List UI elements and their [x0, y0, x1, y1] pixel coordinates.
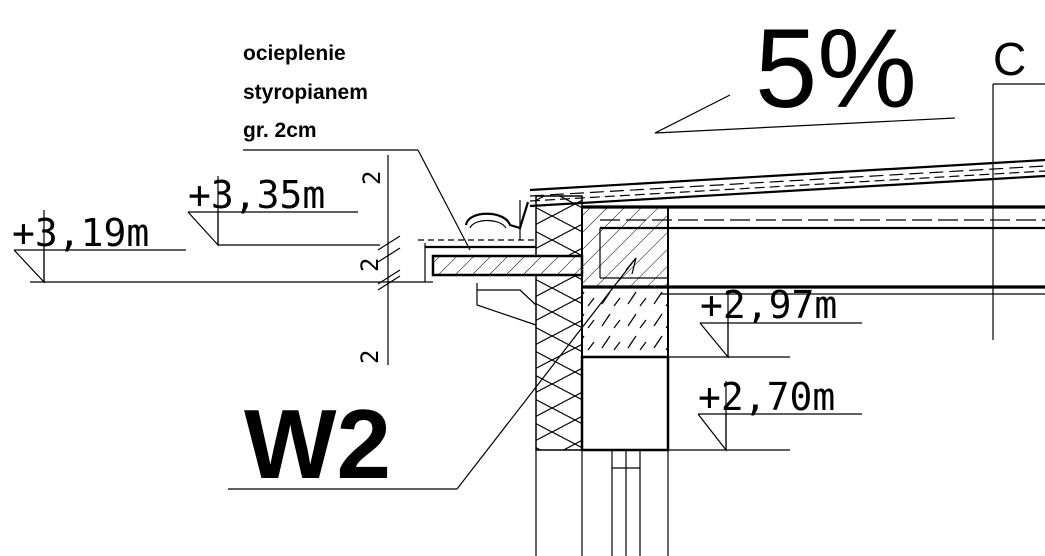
- ring-beam: [581, 206, 669, 288]
- level-297-label: +2,97m: [700, 283, 837, 327]
- level-319-label: +3,19m: [12, 211, 149, 255]
- insulation-note-line1: ocieplenie: [243, 42, 346, 65]
- vertical-dimension: [377, 155, 401, 365]
- wall-insulation: [535, 195, 583, 451]
- roof-layers: [529, 158, 1045, 208]
- detail-leader: [228, 257, 637, 490]
- window-frame: [535, 450, 669, 556]
- dim-mark-b: 2: [356, 258, 384, 272]
- insulation-note-line3: gr. 2cm: [243, 119, 317, 142]
- lintel-block: [580, 286, 670, 452]
- level-marker-270: [668, 381, 862, 452]
- axis-c-frame: [992, 83, 1045, 340]
- soffit-bracket: [476, 283, 537, 326]
- insulation-note-line2: styropianem: [243, 81, 368, 104]
- dim-mark-a: 2: [358, 171, 386, 185]
- insulation-leader: [243, 149, 471, 251]
- level-marker-319: [13, 210, 425, 284]
- slope-arrow: [654, 94, 956, 134]
- overhang-slab: [418, 239, 584, 283]
- level-marker-297: [668, 290, 862, 359]
- detail-label: W2: [244, 389, 391, 499]
- axis-letter: C: [993, 33, 1026, 85]
- slope-label: 5%: [755, 6, 917, 131]
- gutter: [464, 200, 530, 240]
- level-270-label: +2,70m: [698, 375, 835, 419]
- dim-mark-c: 2: [356, 350, 384, 364]
- level-marker-335: [187, 176, 380, 247]
- level-335-label: +3,35m: [188, 173, 325, 217]
